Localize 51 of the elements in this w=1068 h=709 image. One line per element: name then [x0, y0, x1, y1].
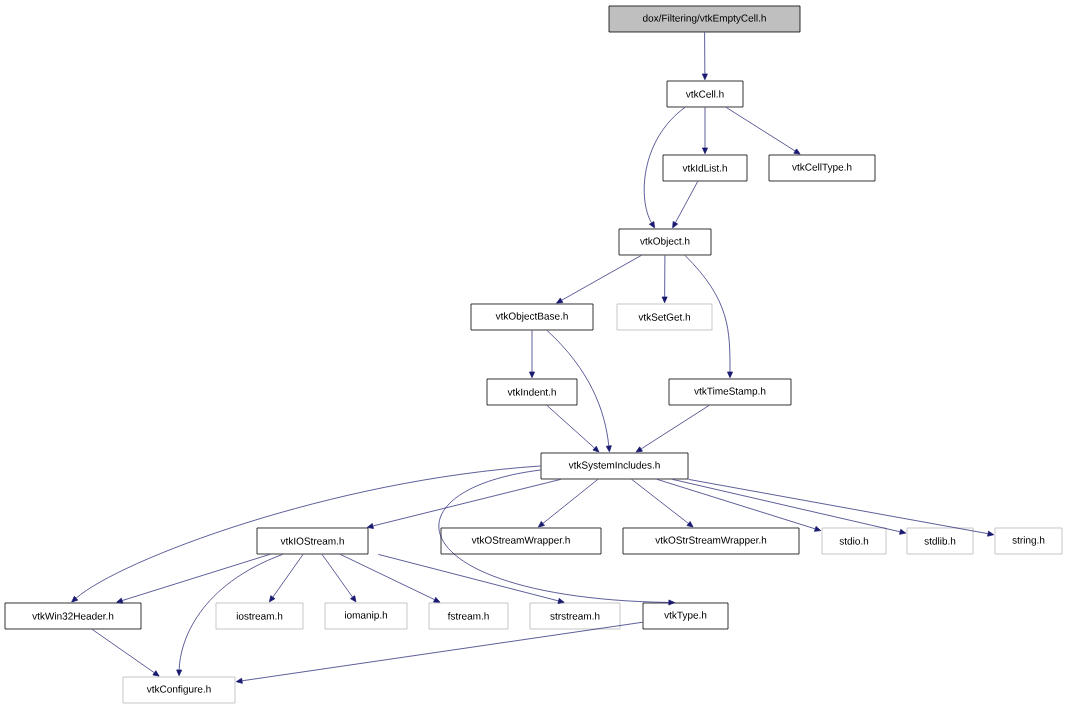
- arrow: [529, 330, 535, 379]
- arrow: [631, 479, 694, 528]
- file-box: vtkWin32Header.h: [4, 602, 142, 630]
- arrow: [538, 479, 599, 528]
- file-box: vtkIOStream.h: [256, 527, 369, 555]
- arrow: [176, 554, 283, 677]
- file-box: stdlib.h: [906, 527, 974, 555]
- file-box: vtkCellType.h: [768, 154, 876, 182]
- arrow: [546, 330, 612, 453]
- file-box: fstream.h: [428, 602, 509, 630]
- arrow: [235, 621, 643, 684]
- arrow: [701, 32, 708, 81]
- arrow: [702, 107, 708, 155]
- file-box: vtkOStrStreamWrapper.h: [622, 527, 800, 555]
- file-box: vtkCell.h: [666, 80, 744, 108]
- file-box: vtkIndent.h: [486, 378, 578, 406]
- arrow: [556, 255, 642, 304]
- file-box: stdio.h: [821, 527, 887, 555]
- file-box: iostream.h: [215, 602, 304, 630]
- arrow: [672, 479, 907, 535]
- file-box: vtkObjectBase.h: [470, 303, 594, 331]
- arrow: [378, 554, 565, 604]
- file-box: vtkType.h: [642, 602, 729, 630]
- arrow: [672, 181, 699, 229]
- arrow: [269, 554, 304, 603]
- file-box: iomanip.h: [324, 602, 408, 630]
- arrow: [366, 479, 561, 529]
- file-box: vtkObject.h: [618, 228, 712, 256]
- arrow: [635, 405, 710, 453]
- arrow: [661, 255, 668, 304]
- arrow: [71, 465, 541, 603]
- arrow: [684, 255, 733, 379]
- arrow: [340, 554, 441, 603]
- file-box: string.h: [994, 527, 1063, 555]
- file-box: strstream.h: [529, 602, 621, 630]
- file-box: dox/Filtering/vtkEmptyCell.h: [608, 5, 801, 33]
- arrow: [688, 479, 995, 537]
- arrow: [643, 107, 686, 229]
- arrow: [656, 479, 822, 532]
- arrow: [321, 554, 357, 603]
- arrow: [91, 629, 160, 677]
- file-box: vtkSetGet.h: [616, 303, 713, 331]
- arrow: [725, 107, 801, 155]
- file-box: vtkTimeStamp.h: [668, 378, 792, 406]
- arrow: [438, 469, 675, 606]
- arrow: [546, 405, 600, 453]
- file-box: vtkConfigure.h: [122, 676, 236, 704]
- file-box: vtkIdList.h: [662, 154, 748, 182]
- arrow: [116, 554, 271, 604]
- file-box: vtkOStreamWrapper.h: [440, 527, 602, 555]
- file-box: vtkSystemIncludes.h: [540, 452, 689, 480]
